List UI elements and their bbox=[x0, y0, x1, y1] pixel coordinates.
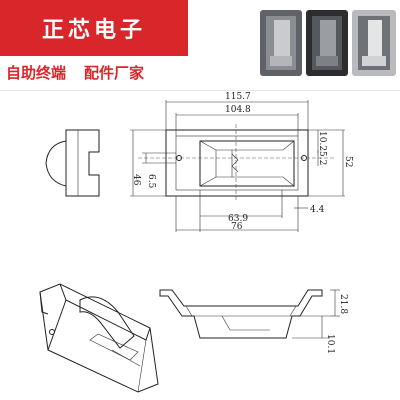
subtitle: 自助终端 配件厂家 bbox=[6, 62, 144, 84]
technical-drawing: 115.7 104.8 46 6.5 10.2 5.2 52 63.9 76 4… bbox=[39, 92, 353, 393]
dim-side-depth: 10.1 bbox=[325, 334, 335, 354]
dimension-lines bbox=[130, 100, 345, 232]
dimension-labels: 115.7 104.8 46 6.5 10.2 5.2 52 63.9 76 4… bbox=[131, 92, 353, 354]
product-photo-dark-grey bbox=[260, 10, 302, 76]
isometric-view-drawing bbox=[39, 283, 159, 393]
front-view-drawing bbox=[138, 124, 334, 200]
dim-height-inner: 46 bbox=[131, 174, 141, 186]
side-view-drawing bbox=[45, 129, 100, 197]
subtitle-right: 配件厂家 bbox=[84, 64, 145, 82]
divider bbox=[0, 90, 400, 91]
brand-banner: 正芯电子 bbox=[0, 0, 188, 56]
brand-title: 正芯电子 bbox=[41, 18, 146, 43]
dim-top-offset: 10.2 bbox=[317, 131, 327, 151]
dim-mid-width: 63.9 bbox=[228, 214, 248, 224]
dim-side-height: 21.8 bbox=[338, 294, 348, 314]
product-photos bbox=[260, 10, 396, 76]
section-view-drawing bbox=[159, 289, 340, 339]
dim-overall-length: 115.7 bbox=[225, 92, 251, 102]
dim-height-total: 52 bbox=[343, 156, 353, 167]
dim-slot-height: 6.5 bbox=[146, 174, 156, 189]
product-photo-silver bbox=[352, 10, 396, 76]
dim-edge-offset: 4.4 bbox=[310, 205, 325, 215]
subtitle-left: 自助终端 bbox=[6, 64, 67, 82]
product-photo-black bbox=[306, 10, 348, 76]
dim-bottom-width: 76 bbox=[231, 222, 243, 232]
dim-slot-offset: 5.2 bbox=[317, 151, 327, 165]
dim-inner-length: 104.8 bbox=[225, 105, 251, 115]
